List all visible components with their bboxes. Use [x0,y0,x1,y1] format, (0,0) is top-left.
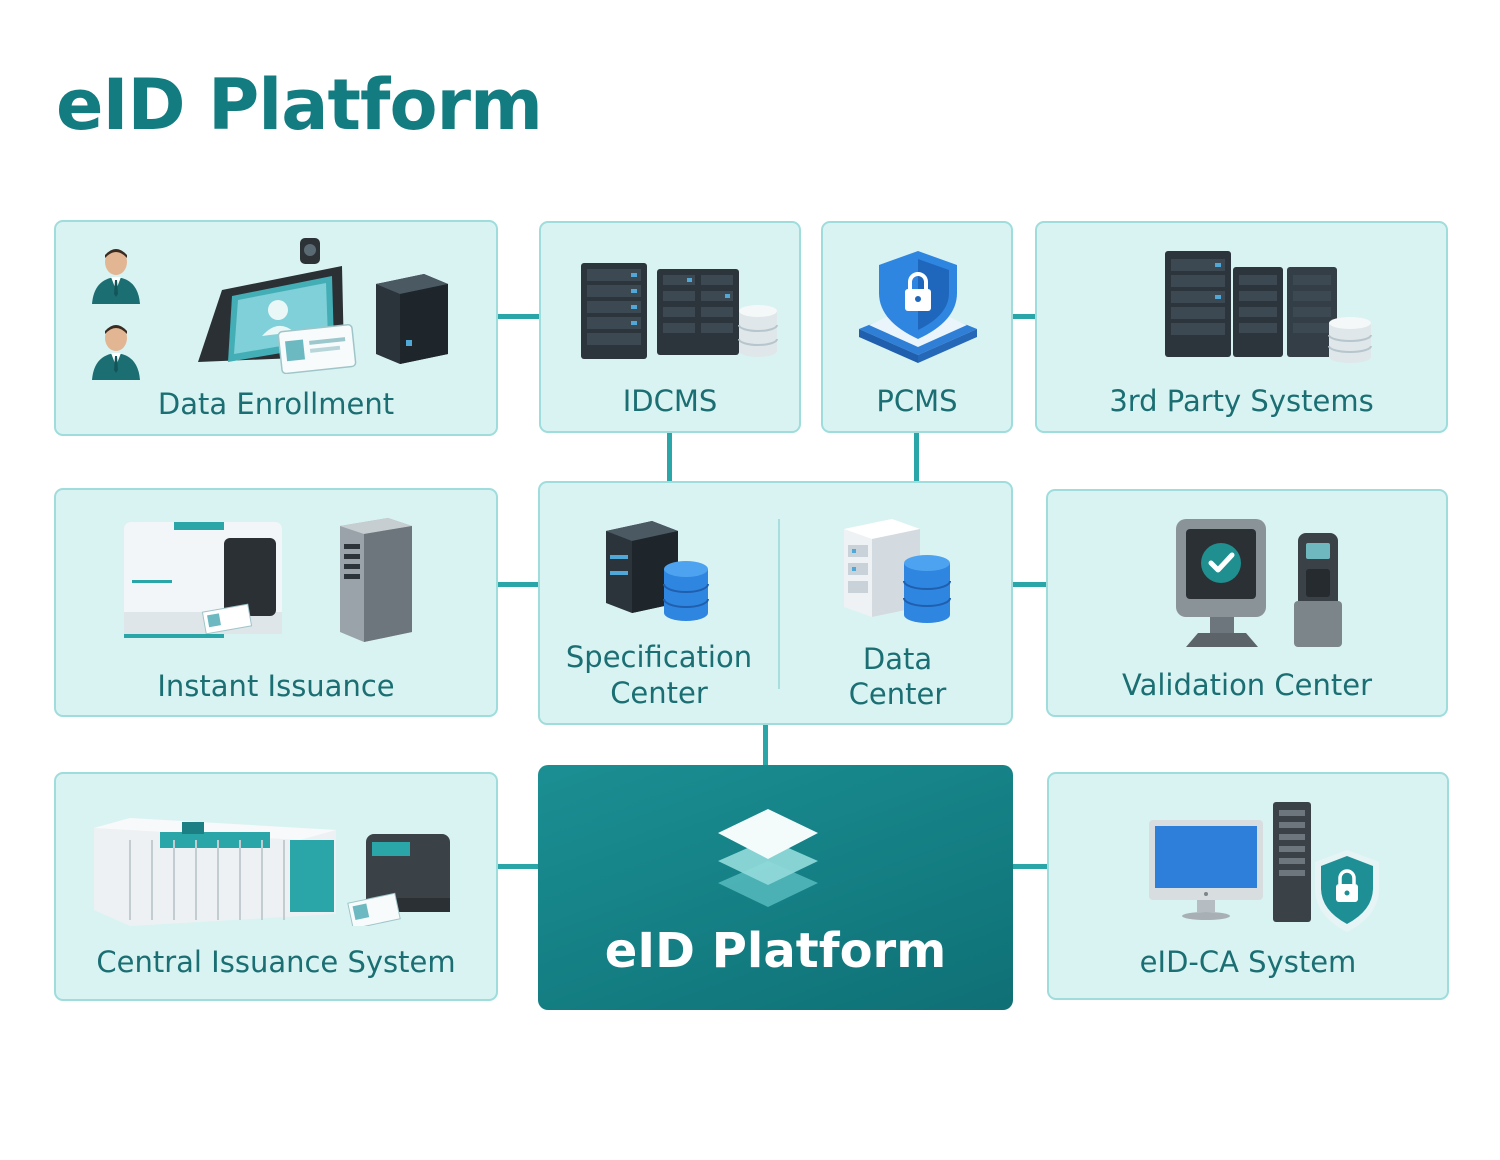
database-icon [1328,317,1372,363]
person-icon [92,249,140,304]
card-printer-icon [124,522,282,638]
node-label: Central Issuance System [96,945,456,979]
node-label: Data Enrollment [157,387,395,421]
id-card-icon [278,324,357,374]
connector-instant-center [497,582,539,587]
page-title: eID Platform [56,64,543,146]
database-icon [738,305,778,357]
node-eid-platform: eID Platform [538,765,1013,1010]
node-center-group: Specification Center Data Center [538,481,1013,725]
tower-server-icon [340,518,412,642]
connector-pcms-center [914,432,919,482]
connector-pcms-thirdparty [1012,314,1035,319]
connector-enrollment-idcms [497,314,539,319]
security-shield-lock-icon [1315,850,1379,932]
server-rack-icon [657,269,739,355]
node-label-line2: Center [610,676,708,710]
desktop-monitor-icon [1149,820,1263,920]
node-eid-ca-system: eID-CA System [1047,772,1449,1000]
node-data-center: Data Center [780,483,1015,723]
node-central-issuance-system: Central Issuance System [54,772,498,1001]
node-idcms: IDCMS [539,221,801,433]
card-reader-icon [1294,533,1342,647]
database-icon [903,555,951,623]
connector-platform-ca [1012,864,1047,869]
node-label-line2: Center [848,677,947,711]
node-label: Validation Center [1121,668,1373,702]
node-specification-center: Specification Center [540,483,778,723]
person-icon [92,325,140,380]
node-third-party-systems: 3rd Party Systems [1035,221,1448,433]
connector-idcms-center [667,432,672,482]
connector-center-platform [763,724,768,766]
node-label: PCMS [876,384,958,418]
connector-central-platform [497,864,539,869]
node-label: IDCMS [622,384,718,418]
server-rack-icon [1165,251,1231,357]
server-icon [606,521,678,613]
server-rack-icon [581,263,647,359]
production-line-icon [94,818,336,926]
node-instant-issuance: Instant Issuance [54,488,498,717]
card-printer-icon [347,834,450,926]
server-rack-icon [1233,267,1337,357]
security-shield-lock-icon [859,251,977,363]
node-data-enrollment: Data Enrollment [54,220,498,436]
server-icon [376,274,448,364]
node-label: Instant Issuance [157,669,395,703]
layers-icon [718,809,818,907]
node-label: eID Platform [604,923,947,979]
validation-terminal-icon [1176,519,1266,647]
node-validation-center: Validation Center [1046,489,1448,717]
divider [778,519,780,689]
node-label-line1: Data [862,642,933,676]
node-label: eID-CA System [1139,945,1357,979]
connector-center-validation [1012,582,1047,587]
database-icon [663,561,709,621]
node-pcms: PCMS [821,221,1013,433]
node-label: 3rd Party Systems [1109,384,1374,418]
node-label-line1: Specification [565,640,753,674]
tower-server-icon [1273,802,1311,922]
